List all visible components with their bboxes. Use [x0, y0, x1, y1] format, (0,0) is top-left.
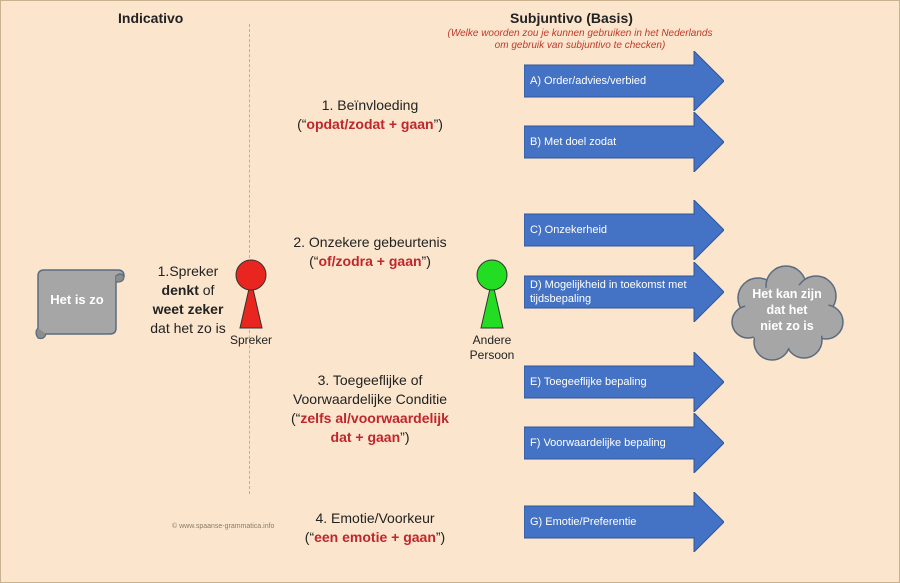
speaker-line-2-bold: denkt: [161, 282, 199, 298]
heading-subjuntivo: Subjuntivo (Basis): [510, 10, 633, 26]
arrow-shape: [524, 492, 724, 552]
category-3-keyword-line-2: dat + gaan”): [275, 428, 465, 447]
arrow-d: D) Mogelijkheid in toekomst met tijdsbep…: [524, 262, 724, 322]
speaker-line-4: dat het zo is: [150, 320, 226, 336]
copyright-notice: © www.spaanse-grammatica.info: [172, 523, 275, 530]
arrow-shape: [524, 262, 724, 322]
category-4-keyword: een emotie + gaan: [314, 529, 436, 545]
speaker-line-1: 1.Spreker: [157, 263, 219, 279]
dashed-divider: [249, 24, 250, 494]
quote-close: ”): [400, 429, 410, 445]
arrow-a: A) Order/advies/verbied: [524, 51, 724, 111]
speaker-line-2-rest: of: [198, 282, 215, 298]
category-4: 4. Emotie/Voorkeur (“een emotie + gaan”): [290, 509, 460, 547]
category-3-title-line-1: 3. Toegeeflijke of: [317, 372, 423, 388]
other-label-line-2: Persoon: [469, 348, 515, 362]
arrow-e: E) Toegeeflijke bepaling: [524, 352, 724, 412]
cloud-text: Het kan zijn dat het niet zo is: [732, 286, 842, 334]
arrow-b: B) Met doel zodat: [524, 112, 724, 172]
speaker-label: Spreker: [229, 333, 273, 347]
heading-indicativo: Indicativo: [118, 10, 184, 26]
scroll-graphic: [35, 269, 125, 340]
category-2: 2. Onzekere gebeurtenis (“of/zodra + gaa…: [280, 233, 460, 271]
speaker-line-2: denkt of: [124, 281, 252, 300]
arrow-b-label: B) Met doel zodat: [530, 136, 617, 148]
speaker-figure: [231, 258, 271, 330]
category-2-keyword-line: (“of/zodra + gaan”): [280, 252, 460, 271]
arrow-d-label: D) Mogelijkheid in toekomst met tijdsbep…: [530, 279, 687, 305]
arrow-shape: [524, 200, 724, 260]
speaker-statement: 1.Spreker denkt of weet zeker dat het zo…: [124, 262, 252, 338]
category-1-keyword: opdat/zodat + gaan: [306, 116, 434, 132]
cloud-line-1: Het kan zijn: [752, 287, 822, 301]
other-person-label: Andere Persoon: [457, 333, 527, 363]
cloud-graphic: [731, 265, 844, 361]
arrow-c-label: C) Onzekerheid: [530, 224, 608, 236]
category-2-keyword: of/zodra + gaan: [318, 253, 422, 269]
note-line-1: (Welke woorden zou je kunnen gebruiken i…: [447, 28, 713, 39]
quote-close: ”): [421, 253, 431, 269]
arrow-shape: [524, 413, 724, 473]
arrow-c: C) Onzekerheid: [524, 200, 724, 260]
other-person-figure: [472, 258, 512, 330]
speaker-person-icon: [235, 259, 267, 329]
note-line-2: om gebruik van subjuntivo te checken): [494, 40, 666, 51]
scroll-label: Het is zo: [50, 292, 104, 307]
category-3-keyword-2: dat + gaan: [330, 429, 401, 445]
cloud-line-2: dat het: [766, 303, 808, 317]
arrow-g: G) Emotie/Preferentie: [524, 492, 724, 552]
category-4-keyword-line: (“een emotie + gaan”): [290, 528, 460, 547]
arrow-e-label: E) Toegeeflijke bepaling: [530, 376, 647, 388]
other-label-line-1: Andere: [472, 333, 512, 347]
arrow-f: F) Voorwaardelijke bepaling: [524, 413, 724, 473]
category-3-keyword-1: zelfs al/voorwaardelijk: [300, 410, 449, 426]
arrow-shape: [524, 51, 724, 111]
subjuntivo-note: (Welke woorden zou je kunnen gebruiken i…: [420, 28, 740, 52]
arrow-g-label: G) Emotie/Preferentie: [530, 516, 637, 528]
category-2-title: 2. Onzekere gebeurtenis: [293, 234, 447, 250]
quote-close: ”): [433, 116, 443, 132]
category-1-keyword-line: (“opdat/zodat + gaan”): [285, 115, 455, 134]
quote-open: (“: [309, 253, 319, 269]
category-1-title: 1. Beïnvloeding: [321, 97, 419, 113]
quote-open: (“: [297, 116, 307, 132]
cloud-line-3: niet zo is: [760, 319, 814, 333]
category-4-title: 4. Emotie/Voorkeur: [315, 510, 435, 526]
cloud-shape: Het kan zijn dat het niet zo is: [728, 262, 846, 362]
category-3-keyword-line-1: (“zelfs al/voorwaardelijk: [275, 409, 465, 428]
category-3: 3. Toegeeflijke of Voorwaardelijke Condi…: [275, 371, 465, 447]
arrow-a-label: A) Order/advies/verbied: [530, 75, 647, 87]
speaker-line-3: weet zeker: [152, 301, 224, 317]
category-1: 1. Beïnvloeding (“opdat/zodat + gaan”): [285, 96, 455, 134]
other-person-icon: [476, 259, 508, 329]
arrow-f-label: F) Voorwaardelijke bepaling: [530, 437, 666, 449]
quote-open: (“: [304, 529, 315, 545]
quote-open: (“: [291, 410, 301, 426]
quote-close: ”): [435, 529, 446, 545]
category-3-title-line-2: Voorwaardelijke Conditie: [292, 391, 448, 407]
arrow-shape: [524, 112, 724, 172]
arrow-shape: [524, 352, 724, 412]
scroll-shape: Het is zo: [30, 262, 126, 342]
